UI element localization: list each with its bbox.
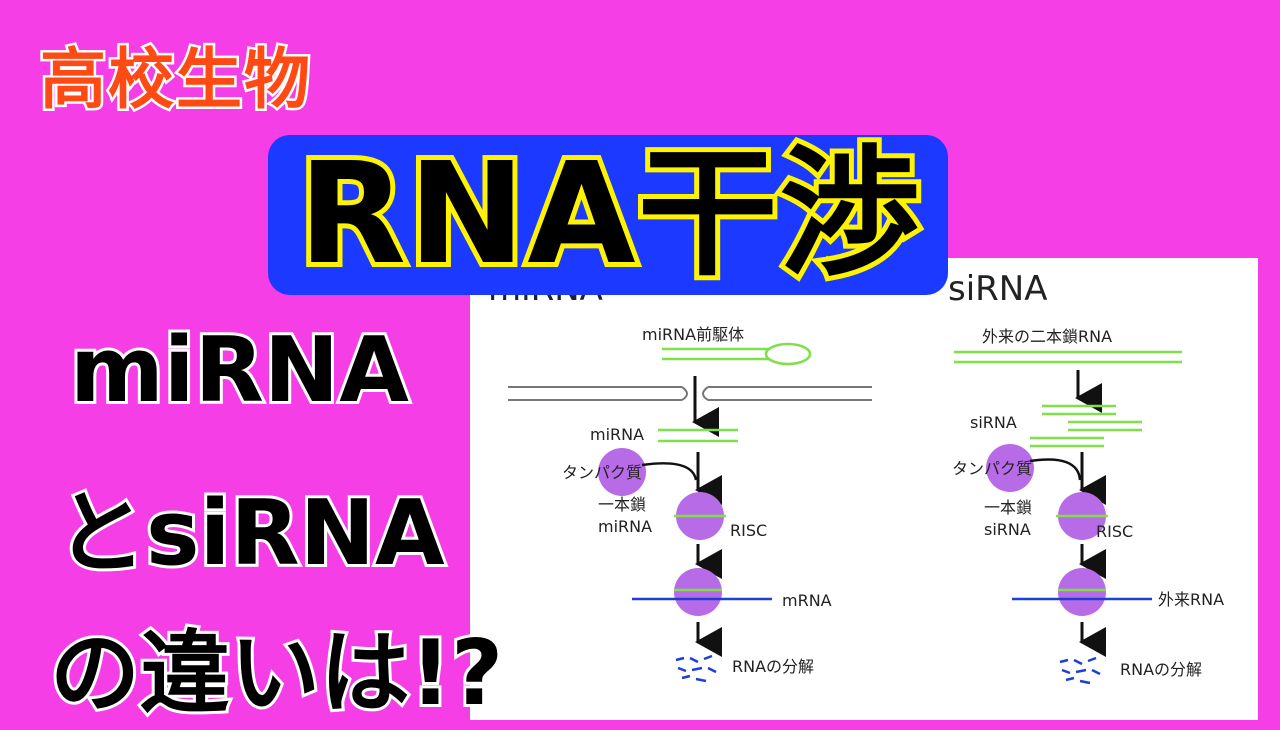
protein-label: タンパク質 — [952, 459, 1032, 478]
protein-sphere — [986, 444, 1034, 492]
single-strand-label-1: 一本鎖 — [598, 495, 646, 514]
binding-arrow — [641, 462, 698, 481]
sirna-fragments — [1030, 404, 1142, 448]
mrna-label: mRNA — [782, 591, 832, 610]
degraded-fragments — [1059, 656, 1101, 685]
risc-sphere — [674, 568, 722, 616]
subject-label: 高校生物 — [38, 39, 313, 121]
risc-sphere — [1058, 568, 1106, 616]
mirna-precursor-label: miRNA前駆体 — [642, 325, 744, 344]
protein-label: タンパク質 — [562, 463, 642, 482]
title-banner — [268, 135, 948, 295]
single-strand-label-1: 一本鎖 — [984, 498, 1032, 517]
single-strand-label-2: siRNA — [984, 520, 1031, 539]
question-line-2: とsiRNA — [53, 478, 448, 589]
degradation-label: RNAの分解 — [1120, 660, 1202, 679]
foreign-dsrna — [954, 350, 1182, 364]
sirna-source-label: 外来の二本鎖RNA — [982, 327, 1112, 346]
sirna-heading: siRNA — [948, 269, 1047, 309]
risc-label: RISC — [1096, 522, 1133, 541]
nuclear-membrane — [508, 386, 872, 401]
mirna-duplex — [658, 428, 738, 443]
mirna-label: miRNA — [590, 425, 644, 444]
page-title: RNA干渉 — [293, 128, 924, 301]
risc-label: RISC — [730, 521, 767, 540]
degradation-label: RNAの分解 — [732, 657, 814, 676]
degraded-fragments — [675, 654, 717, 683]
mirna-precursor-hairpin — [662, 342, 812, 366]
protein-sphere — [598, 448, 646, 496]
binding-arrow — [1029, 458, 1082, 481]
rna-interference-diagram: miRNA miRNA前駆体 miRNA タンパク質 一本鎖 miRNA RIS… — [488, 269, 1224, 685]
sirna-label: siRNA — [970, 413, 1017, 432]
single-strand-label-2: miRNA — [598, 517, 652, 536]
question-line-1: miRNA — [67, 315, 412, 426]
foreign-rna-label: 外来RNA — [1158, 590, 1224, 609]
question-line-3: の違いは!? — [47, 618, 506, 729]
diagram-panel — [470, 258, 1258, 720]
